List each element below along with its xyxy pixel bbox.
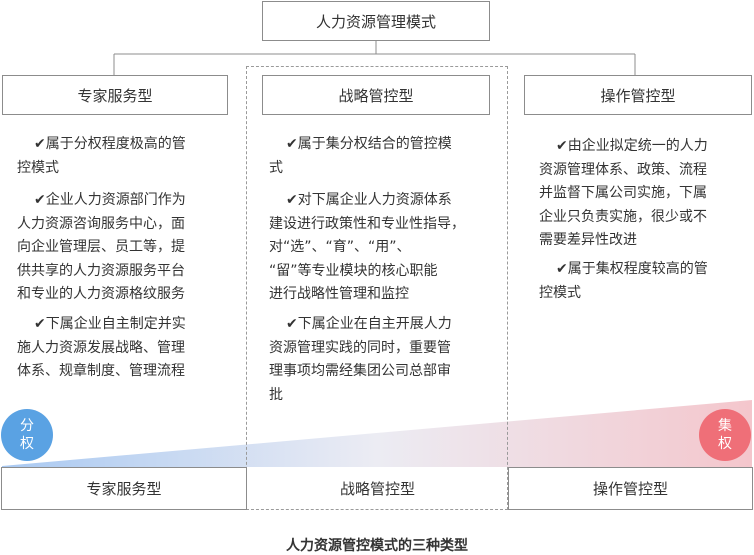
header-label: 操作管控型 <box>600 86 676 105</box>
col2-point-1: ✔属于集分权结合的管控模 式 <box>269 133 452 180</box>
text-line: ✔企业人力资源部门作为 <box>34 192 186 208</box>
text-line: ✔由企业拟定统一的人力 <box>556 138 708 154</box>
badge-char: 分 <box>20 418 34 434</box>
col1-point-3: ✔下属企业自主制定并实 施人力资源发展战略、管理 体系、规章制度、管理流程 <box>17 313 186 384</box>
text-line: ✔属于集分权结合的管控模 <box>286 136 452 152</box>
col3-point-2: ✔属于集权程度较高的管 控模式 <box>539 258 708 305</box>
text-line: 施人力资源发展战略、管理 <box>17 339 185 356</box>
centralized-badge: 集 权 <box>699 409 751 461</box>
header-operational-control: 操作管控型 <box>524 75 752 115</box>
bottom-label: 战略管控型 <box>339 480 415 498</box>
page-title-box: 人力资源管理模式 <box>262 1 490 41</box>
text-line: 需要差异性改进 <box>539 232 637 248</box>
header-label: 专家服务型 <box>77 86 153 105</box>
figure-caption: 人力资源管控模式的三种类型 <box>286 538 468 554</box>
text-line: ✔下属企业在自主开展人力 <box>286 316 452 332</box>
badge-char: 集 <box>718 418 732 434</box>
bottom-expert-service: 专家服务型 <box>1 467 247 510</box>
col3-point-1: ✔由企业拟定统一的人力 资源管理体系、政策、流程 并监督下属公司实施，下属 企业… <box>539 135 708 253</box>
text-line: 控模式 <box>17 159 59 176</box>
tree-connectors <box>113 41 636 75</box>
decentralized-badge: 分 权 <box>1 409 53 461</box>
col1-point-1: ✔属于分权程度极高的管 控模式 <box>17 133 186 180</box>
text-line: ✔对下属企业人力资源体系 <box>286 192 452 208</box>
text-line: 向企业管理层、员工等，提 <box>17 239 185 255</box>
bottom-strategic-control: 战略管控型 <box>247 467 508 510</box>
text-line: 人力资源咨询服务中心，面 <box>17 215 185 232</box>
text-line: 建设进行政策性和专业性指导， <box>269 215 465 232</box>
header-label: 战略管控型 <box>338 86 414 105</box>
col1-point-2: ✔企业人力资源部门作为 人力资源咨询服务中心，面 向企业管理层、员工等，提 供共… <box>17 189 186 307</box>
col2-point-2: ✔对下属企业人力资源体系 建设进行政策性和专业性指导， 对“选”、“育”、“用”… <box>269 189 465 307</box>
text-line: 对“选”、“育”、“用”、 <box>269 239 411 255</box>
text-line: 批 <box>269 386 283 403</box>
header-expert-service: 专家服务型 <box>2 75 228 115</box>
page-title: 人力资源管理模式 <box>315 12 436 31</box>
bottom-label: 操作管控型 <box>592 480 668 498</box>
text-line: 控模式 <box>539 284 581 301</box>
text-line: 资源管理体系、政策、流程 <box>539 161 707 178</box>
text-line: 体系、规章制度、管理流程 <box>17 363 185 379</box>
spectrum-wedge <box>2 400 752 467</box>
middle-column-frame <box>246 66 508 510</box>
text-line: ✔属于分权程度极高的管 <box>34 136 186 152</box>
badge-char: 权 <box>20 436 34 452</box>
text-line: 供共享的人力资源服务平台 <box>17 262 185 279</box>
badge-char: 权 <box>718 436 732 452</box>
text-line: 进行战略性管理和监控 <box>269 286 409 302</box>
text-line: ✔属于集权程度较高的管 <box>556 261 708 277</box>
text-line: 式 <box>269 159 283 176</box>
bottom-label: 专家服务型 <box>86 480 162 498</box>
bottom-operational-control: 操作管控型 <box>508 467 753 510</box>
text-line: “留”等专业模块的核心职能 <box>269 262 438 279</box>
header-strategic-control: 战略管控型 <box>262 75 490 115</box>
text-line: 企业只负责实施，很少或不 <box>539 208 707 225</box>
col2-point-3: ✔下属企业在自主开展人力 资源管理实践的同时，重要管 理事项均需经集团公司总部审… <box>269 313 452 407</box>
text-line: 和专业的人力资源格纹服务 <box>17 286 185 302</box>
text-line: 并监督下属公司实施，下属 <box>539 185 707 201</box>
text-line: 资源管理实践的同时，重要管 <box>269 339 451 356</box>
text-line: 理事项均需经集团公司总部审 <box>269 363 451 379</box>
text-line: ✔下属企业自主制定并实 <box>34 316 186 332</box>
